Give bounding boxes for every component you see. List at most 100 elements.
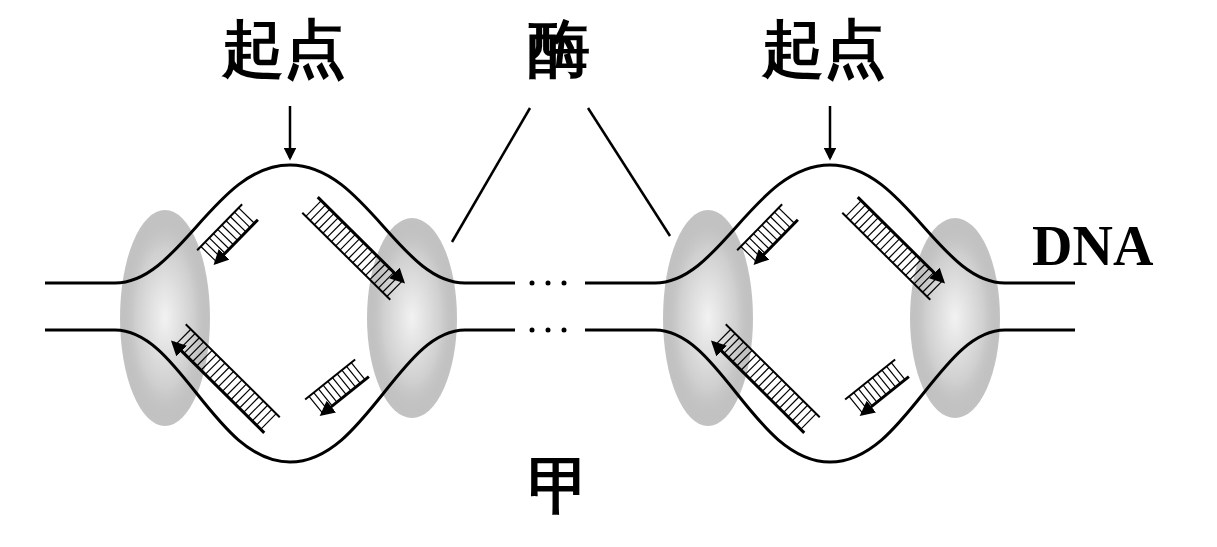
base-pair (222, 376, 237, 392)
strand-arrow (713, 343, 804, 433)
figure-label: 甲 (528, 455, 590, 517)
base-pair (741, 355, 756, 371)
base-pair (201, 246, 217, 261)
base-pair (775, 388, 790, 404)
base-pair (366, 260, 381, 276)
base-pair (859, 213, 874, 229)
dna-strands (45, 165, 1075, 462)
base-pair (210, 363, 225, 379)
base-pair (201, 355, 216, 371)
base-pair (370, 264, 385, 280)
base-pair (205, 359, 220, 375)
base-pair (863, 385, 877, 402)
base-pair (801, 414, 816, 430)
base-pair (854, 209, 869, 225)
base-pair (387, 281, 402, 297)
base-pair (351, 363, 365, 380)
base-pair (306, 201, 321, 217)
base-pair (327, 222, 342, 238)
origin-label: 起点 (222, 18, 346, 80)
base-pair (344, 239, 359, 255)
base-pair (239, 393, 254, 409)
base-pair (235, 388, 250, 404)
base-pair (745, 359, 760, 375)
base-pair (184, 338, 199, 354)
base-pair (728, 342, 743, 358)
base-pair (771, 384, 786, 400)
base-pair (918, 272, 933, 288)
base-pair (872, 378, 886, 395)
base-pair (732, 346, 747, 362)
ellipsis-dots (530, 281, 567, 333)
base-pair (766, 221, 782, 236)
base-pair (248, 401, 263, 417)
strand-arrow (173, 343, 264, 433)
base-pair (256, 409, 271, 425)
base-pair (850, 205, 865, 221)
base-pair (745, 242, 761, 257)
base-pair (871, 226, 886, 242)
base-pair (877, 374, 891, 391)
base-pair (758, 229, 774, 244)
base-pair (353, 247, 368, 263)
base-pair (770, 216, 786, 231)
base-pair (880, 234, 895, 250)
pointer-lines (290, 106, 830, 242)
base-pair (357, 251, 372, 267)
base-pair (914, 268, 929, 284)
base-pair (218, 229, 234, 244)
base-pair (863, 218, 878, 234)
base-pair (891, 363, 905, 380)
base-pair (774, 212, 790, 227)
base-pair (923, 277, 938, 293)
base-pair (724, 338, 739, 354)
base-pair (231, 384, 246, 400)
base-pair (784, 397, 799, 413)
base-pair (252, 405, 267, 421)
base-pair (336, 230, 351, 246)
base-pair (887, 366, 901, 383)
base-pair (715, 329, 730, 345)
base-pair (318, 389, 332, 406)
base-pair (314, 209, 329, 225)
base-pair (754, 367, 769, 383)
base-pair (323, 385, 337, 402)
base-pair (314, 393, 328, 410)
base-pair (244, 397, 259, 413)
base-pair (188, 342, 203, 358)
base-pair (323, 218, 338, 234)
base-pair (868, 381, 882, 398)
base-pair (741, 246, 757, 261)
base-pair (180, 333, 195, 349)
base-pair (348, 243, 363, 259)
base-pair (749, 238, 765, 253)
base-pair (227, 380, 242, 396)
base-pair (209, 238, 225, 253)
base-pair (222, 225, 238, 240)
enzyme-label: 酶 (528, 18, 590, 80)
base-pair (906, 260, 921, 276)
base-pair (750, 363, 765, 379)
base-pair (758, 371, 773, 387)
base-pair (175, 329, 190, 345)
base-pair (340, 234, 355, 250)
base-pair (347, 366, 361, 383)
base-pair (858, 389, 872, 406)
base-pair (897, 251, 912, 267)
enzymes (120, 210, 1000, 426)
base-pair (737, 350, 752, 366)
base-pair (762, 225, 778, 240)
base-pair (226, 221, 242, 236)
strand-arrow (322, 377, 369, 415)
base-pair (753, 234, 769, 249)
base-pair (230, 216, 246, 231)
base-pair (720, 333, 735, 349)
base-pair (901, 256, 916, 272)
base-pair (882, 370, 896, 387)
base-pair (309, 396, 323, 413)
base-pair (328, 381, 342, 398)
base-pair (867, 222, 882, 238)
base-pair (767, 380, 782, 396)
base-pair (218, 371, 233, 387)
base-pair (332, 378, 346, 395)
